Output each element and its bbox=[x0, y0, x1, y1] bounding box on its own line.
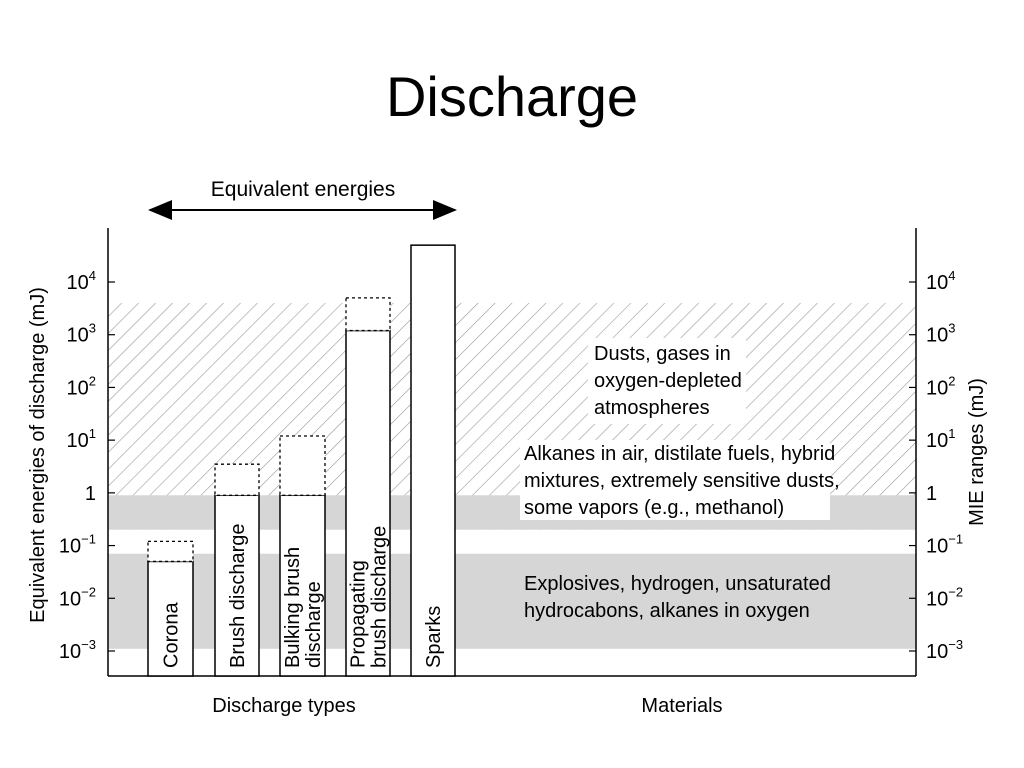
bar-label-corona: Corona bbox=[161, 602, 183, 668]
material-label-2: Alkanes in air, distilate fuels, hybrid bbox=[524, 443, 835, 465]
tick-label-left: 10−1 bbox=[59, 532, 96, 558]
tick-label-right: 101 bbox=[926, 426, 955, 452]
y-axis-label-right: MIE ranges (mJ) bbox=[966, 378, 988, 526]
tick-label-left: 10−2 bbox=[59, 584, 96, 610]
material-label-1: atmospheres bbox=[594, 397, 710, 419]
material-label-background bbox=[588, 338, 746, 424]
material-label-2: mixtures, extremely sensitive dusts, bbox=[524, 470, 840, 492]
tick-label-right: 104 bbox=[926, 268, 955, 294]
y-axis-label-left: Equivalent energies of discharge (mJ) bbox=[27, 287, 49, 623]
chart-title: Equivalent energies bbox=[211, 178, 395, 201]
bar-upper-range-brush-discharge bbox=[214, 463, 260, 496]
tick-label-right: 103 bbox=[926, 321, 955, 347]
bar-sparks bbox=[410, 244, 456, 677]
bar-label-propagating-brush-discharge: brush discharge bbox=[369, 526, 391, 668]
tick-label-left: 1 bbox=[85, 483, 96, 505]
tick-label-left: 102 bbox=[67, 373, 96, 399]
x-axis-label-discharge-types: Discharge types bbox=[212, 695, 355, 717]
material-label-background bbox=[520, 440, 830, 520]
discharge-bars bbox=[147, 244, 456, 677]
bar-upper-range-propagating-brush-discharge bbox=[345, 297, 391, 332]
slide-title: Discharge bbox=[385, 65, 639, 128]
chart-labels: 104 104 103 103 102 102 101 101 1 1 10−1 10−1 10−2 10… bbox=[27, 178, 988, 717]
tick-label-right: 10−3 bbox=[926, 637, 963, 663]
x-axis-label-materials: Materials bbox=[641, 695, 722, 717]
material-label-1: oxygen-depleted bbox=[594, 370, 742, 392]
tick-label-left: 101 bbox=[67, 426, 96, 452]
material-label-2: some vapors (e.g., methanol) bbox=[524, 497, 784, 519]
bar-label-sparks: Sparks bbox=[423, 606, 445, 668]
tick-label-left: 104 bbox=[67, 268, 96, 294]
tick-label-left: 103 bbox=[67, 321, 96, 347]
bar-brush-discharge bbox=[214, 494, 260, 677]
bar-label-bulking-brush-discharge: Bulking brush bbox=[282, 547, 304, 668]
tick-label-right: 1 bbox=[926, 483, 937, 505]
material-label-3: hydrocabons, alkanes in oxygen bbox=[524, 600, 810, 622]
bar-label-propagating-brush-discharge: Propagating bbox=[348, 560, 370, 668]
material-label-1: Dusts, gases in bbox=[594, 343, 731, 365]
tick-label-right: 102 bbox=[926, 373, 955, 399]
bar-label-brush-discharge: Brush discharge bbox=[227, 523, 249, 668]
bar-upper-range-corona bbox=[147, 540, 194, 563]
bar-label-bulking-brush-discharge: discharge bbox=[303, 581, 325, 668]
tick-label-right: 10−1 bbox=[926, 532, 963, 558]
tick-label-right: 10−2 bbox=[926, 584, 963, 610]
chart-axes bbox=[107, 200, 917, 677]
tick-label-left: 10−3 bbox=[59, 637, 96, 663]
bar-corona bbox=[147, 560, 194, 677]
material-label-3: Explosives, hydrogen, unsaturated bbox=[524, 573, 831, 595]
bar-upper-range-bulking-brush-discharge bbox=[279, 435, 326, 496]
bar-propagating-brush-discharge bbox=[345, 329, 391, 677]
